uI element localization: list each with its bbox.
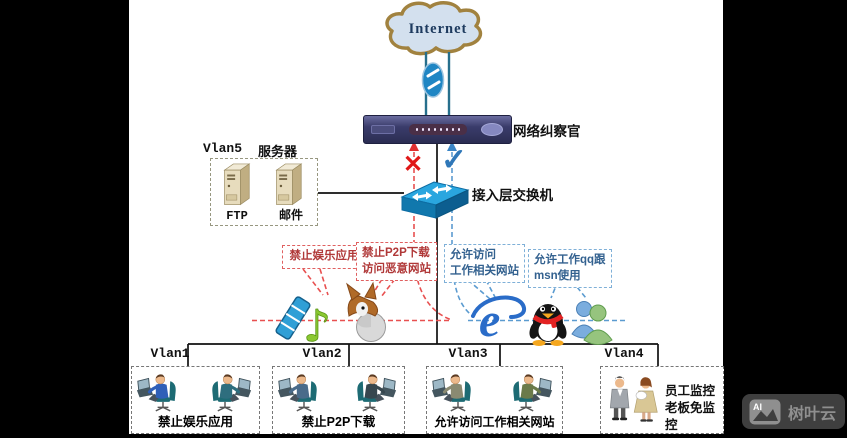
server-zone-box: FTP 邮件 [210, 158, 318, 226]
vlan2-box: 禁止P2P下载 [272, 366, 405, 434]
worker-icon [277, 370, 331, 414]
callout-text: 工作相关网站 [450, 264, 519, 277]
mail-server-icon [273, 163, 303, 209]
vlan4-name: Vlan4 [604, 346, 644, 361]
vlan4-policy-line2: 老板免监控 [665, 401, 716, 432]
server-zone-title: Vlan5 服务器 [203, 141, 297, 160]
vlan4-policy-line1: 员工监控 [665, 384, 716, 398]
vlan5-label: Vlan5 [203, 141, 243, 156]
vlan2-name: Vlan2 [302, 346, 342, 361]
vlan4-box: 员工监控 老板免监控 [600, 366, 724, 434]
device-vent [371, 125, 395, 134]
vlan1-policy: 禁止娱乐应用 [157, 415, 233, 429]
worker-icon [136, 370, 190, 414]
vlan1-name: Vlan1 [150, 346, 190, 361]
switch-label: 接入层交换机 [472, 188, 553, 203]
gateway-label: 网络纠察官 [513, 124, 581, 139]
mail-server-label: 邮件 [278, 208, 303, 222]
callout-text: 禁止娱乐应用 [289, 250, 359, 262]
allow-check-mark: ✓ [441, 142, 467, 177]
callout-deny-entertainment: 禁止娱乐应用 [282, 245, 366, 269]
device-logo-badge [481, 123, 503, 136]
callout-text: 允许工作qq跟 [534, 254, 606, 266]
internet-label: Internet [408, 21, 468, 37]
callout-text: 允许访问 [450, 249, 496, 261]
device-led-strip [409, 124, 467, 135]
deny-x-mark: ✕ [403, 151, 424, 178]
callout-allow-work-sites: 允许访问 工作相关网站 [444, 244, 525, 284]
worker-icon [343, 370, 397, 414]
vlan4-policy: 员工监控 老板免监控 [665, 383, 723, 434]
gateway-appliance [363, 115, 512, 144]
worker-icon [431, 370, 485, 414]
vlan3-box: 允许访问工作相关网站 [426, 366, 563, 434]
callout-text: msn使用 [534, 269, 581, 282]
vlan3-name: Vlan3 [448, 346, 488, 361]
callout-allow-im: 允许工作qq跟 msn使用 [528, 249, 612, 289]
vlan1-box: 禁止娱乐应用 [131, 366, 260, 434]
svg-text:AI: AI [753, 402, 762, 412]
worker-icon [499, 370, 553, 414]
callout-deny-p2p: 禁止P2P下载 访问恶意网站 [356, 242, 437, 282]
ftp-server-label: FTP [226, 209, 248, 223]
watermark: AI 树叶云 [742, 394, 845, 429]
worker-icon [198, 370, 252, 414]
server-group-label: 服务器 [258, 144, 298, 159]
vlan3-policy: 允许访问工作相关网站 [434, 415, 555, 429]
watermark-brand: 树叶云 [788, 405, 837, 423]
vlan2-policy: 禁止P2P下载 [301, 415, 376, 429]
ftp-server-icon [221, 163, 251, 209]
watermark-logo-icon: AI [749, 399, 781, 424]
callout-text: 禁止P2P下载 [362, 247, 430, 259]
boss-employee-icon [605, 372, 667, 426]
callout-text: 访问恶意网站 [362, 262, 431, 275]
